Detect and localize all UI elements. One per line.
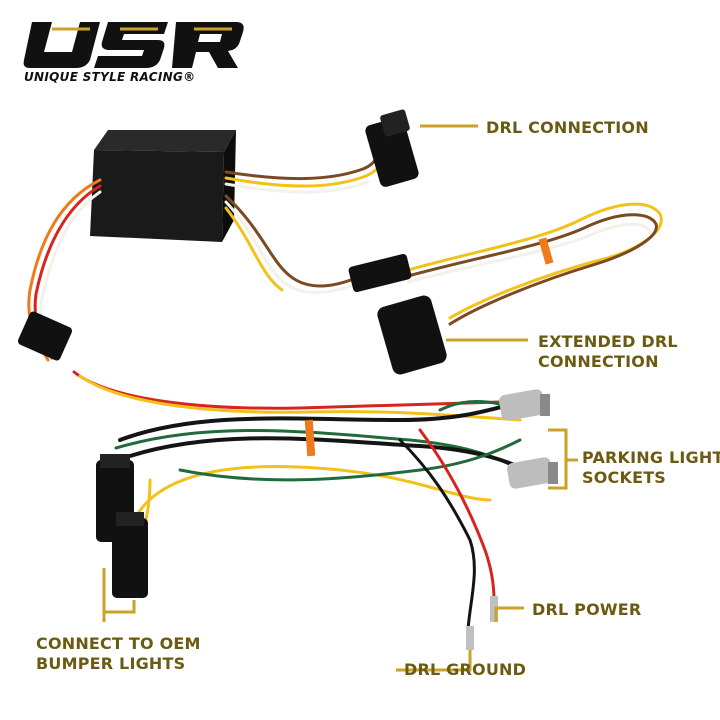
leader-lines	[102, 124, 578, 672]
usr-logo	[23, 22, 244, 68]
parking-sockets-label-line1: PARKING LIGHT	[582, 448, 720, 467]
drl-power-label: DRL POWER	[532, 600, 642, 619]
drl-connection-label: DRL CONNECTION	[486, 118, 649, 137]
inline-connector	[348, 253, 412, 293]
drl-ground-label: DRL GROUND	[404, 660, 527, 679]
parking-light-sockets	[499, 389, 558, 489]
control-module-box	[90, 130, 236, 242]
wire-terminals	[466, 596, 498, 650]
drl-connection-plug	[365, 109, 419, 187]
zip-ties	[304, 237, 554, 457]
registered-mark: ®	[183, 70, 196, 84]
extended-drl-plug	[377, 295, 447, 375]
oem-plugs	[96, 454, 148, 598]
oem-label-line1: CONNECT TO OEM	[36, 634, 201, 653]
left-connector	[17, 311, 73, 361]
brand-tagline: UNIQUE STYLE RACING®	[24, 70, 195, 84]
extended-drl-label-line1: EXTENDED DRL	[538, 332, 678, 351]
extended-drl-label-line2: CONNECTION	[538, 352, 659, 371]
oem-label-line2: BUMPER LIGHTS	[36, 654, 186, 673]
parking-sockets-label-line2: SOCKETS	[582, 468, 667, 487]
brand-tagline-text: UNIQUE STYLE RACING	[24, 70, 184, 84]
